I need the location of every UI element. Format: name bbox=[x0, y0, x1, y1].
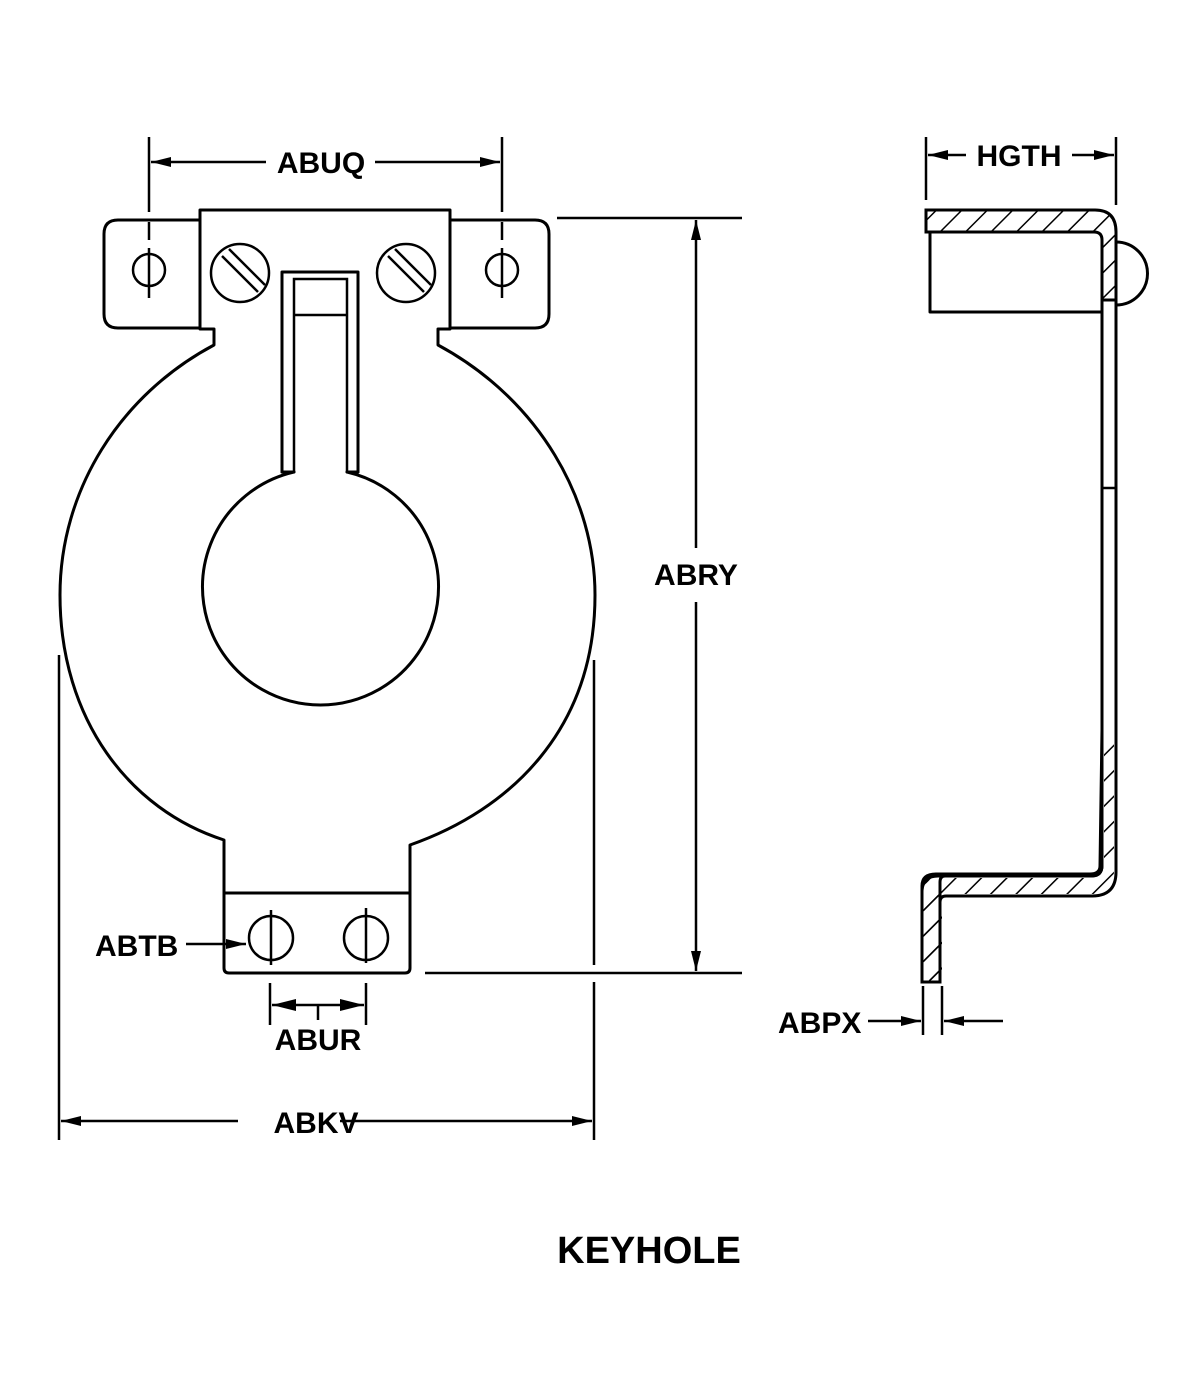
drawing-title: KEYHOLE bbox=[557, 1230, 741, 1272]
label-hgth: HGTH bbox=[977, 140, 1062, 173]
bottom-hatch-fill bbox=[924, 732, 1114, 980]
top-right-screw bbox=[375, 242, 437, 304]
inner-block bbox=[928, 230, 1104, 314]
top-left-screw bbox=[209, 242, 271, 304]
keyhole-slot bbox=[280, 270, 360, 474]
dimension-abuq: ABUQ bbox=[147, 137, 504, 212]
dimension-abtb: ABTB bbox=[95, 930, 246, 963]
dimension-abur: ABUR bbox=[268, 983, 368, 1057]
bracket-body-outline bbox=[58, 208, 597, 895]
vertical-web-lower-section bbox=[920, 729, 1104, 984]
label-abur: ABUR bbox=[275, 1024, 362, 1057]
right-mounting-ear bbox=[448, 218, 551, 330]
label-abtb: ABTB bbox=[95, 930, 178, 963]
left-mounting-ear bbox=[102, 218, 202, 330]
dimension-abpx: ABPX bbox=[778, 986, 1003, 1040]
rivet-head bbox=[1114, 240, 1149, 307]
label-abpx: ABPX bbox=[778, 1007, 861, 1040]
side-view: HGTH ABPX bbox=[778, 137, 1149, 1040]
keyhole-center-hole bbox=[201, 470, 440, 707]
top-flange-section bbox=[924, 208, 1118, 302]
label-abkv: ABKV bbox=[273, 1107, 358, 1140]
front-view: ABUQ ABRY ABTB ABUR bbox=[57, 137, 742, 1140]
dimension-abkv: ABKV bbox=[57, 655, 596, 1140]
dimension-abry: ABRY bbox=[425, 216, 742, 975]
label-abuq: ABUQ bbox=[277, 147, 365, 180]
label-abry: ABRY bbox=[654, 559, 738, 592]
bottom-flange-outline bbox=[920, 728, 1118, 984]
dimension-hgth: HGTH bbox=[924, 137, 1118, 205]
vertical-web-upper bbox=[1100, 298, 1118, 732]
bottom-mounting-tab bbox=[222, 891, 412, 975]
